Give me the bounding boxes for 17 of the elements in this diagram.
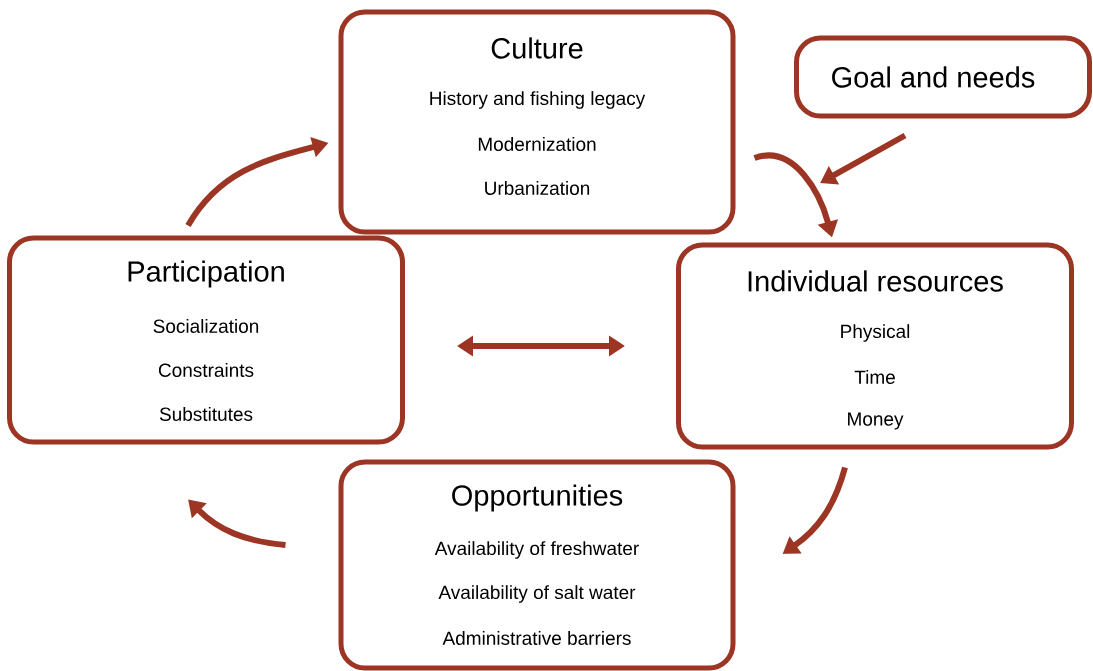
box-title: Goal and needs <box>832 66 1035 88</box>
list-item: Money <box>848 412 904 430</box>
list-item: Urbanization <box>485 181 590 195</box>
list-item: Substitutes <box>159 407 253 421</box>
list-item: Physical <box>841 324 910 342</box>
list-item: Modernization <box>478 137 596 151</box>
list-item: Socialization <box>153 319 259 333</box>
box-title: Culture <box>491 37 583 59</box>
box-title: Opportunities <box>452 484 623 512</box>
list-item: Time <box>854 370 895 384</box>
list-item: History and fishing legacy <box>430 91 646 109</box>
list-item: Administrative barriers <box>442 631 631 645</box>
list-item: Availability of salt water <box>438 585 636 603</box>
box-title: Participation <box>128 260 284 288</box>
box-title: Individual resources <box>748 270 1003 292</box>
list-item: Availability of freshwater <box>434 541 639 559</box>
list-item: Constraints <box>158 363 254 377</box>
